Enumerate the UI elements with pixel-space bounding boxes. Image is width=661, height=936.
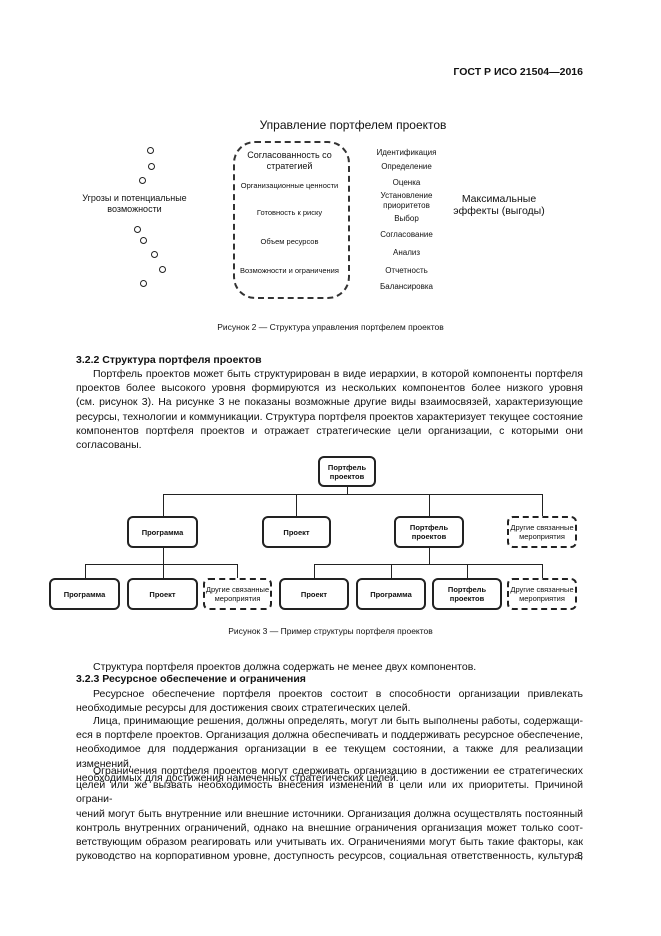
project-box: Проект xyxy=(262,516,331,548)
other-activities-box: Другие связанные мероприятия xyxy=(507,516,577,548)
connector xyxy=(163,494,164,516)
connector xyxy=(542,564,543,578)
program-box: Программа xyxy=(127,516,198,548)
threat-circle xyxy=(134,226,141,233)
paragraph-line: ветствующим образом реагировать или учит… xyxy=(76,836,583,849)
section-paragraph: Ограничения портфеля проектов могут сдер… xyxy=(76,764,583,863)
portfolio-box: Портфель проектов xyxy=(394,516,464,548)
activity-label: Анализ xyxy=(392,248,420,257)
connector xyxy=(347,485,348,494)
section-paragraph: Лица, принимающие решения, должны опреде… xyxy=(76,714,583,785)
after-figure-text: Структура портфеля проектов должна содер… xyxy=(93,661,477,673)
portfolio-box: Портфель проектов xyxy=(432,578,502,610)
paragraph-line: необходимых для достижения намеченных ст… xyxy=(76,771,399,784)
threat-circle xyxy=(151,251,158,258)
center-item: Организационные ценности xyxy=(240,181,339,190)
paragraph-line: согласованы. xyxy=(76,439,142,452)
connector xyxy=(314,564,315,578)
strategy-alignment-box xyxy=(233,141,350,299)
figure2-title: Управление портфелем проектов xyxy=(259,118,447,132)
center-item: Готовность к риску xyxy=(256,208,323,217)
threat-circle xyxy=(159,266,166,273)
activity-label: Идентификация xyxy=(376,148,437,157)
center-item: Объем ресурсов xyxy=(260,237,319,246)
connector xyxy=(429,494,430,516)
project-box: Проект xyxy=(127,578,198,610)
threat-circle xyxy=(139,177,146,184)
section-heading: 3.2.2 Структура портфеля проектов xyxy=(76,354,262,366)
connector xyxy=(296,494,297,516)
connector xyxy=(163,564,164,578)
connector xyxy=(542,494,543,516)
program-box: Программа xyxy=(49,578,120,610)
activity-label: Отчетность xyxy=(385,266,428,275)
center-item: Возможности и ограничения xyxy=(240,266,339,275)
max-effects-label: Максимальные эффекты (выгоды) xyxy=(453,193,545,217)
threat-circle xyxy=(140,280,147,287)
strategy-alignment-label: Согласованность со стратегией xyxy=(247,150,332,171)
connector xyxy=(429,548,430,564)
paragraph-line: компонентов портфеля проектов и отражает… xyxy=(76,424,583,437)
connector xyxy=(314,564,542,565)
threat-circle xyxy=(147,147,154,154)
paragraph-line: необходимое для поддержания организации … xyxy=(76,743,583,770)
activity-label: Определение xyxy=(381,162,432,171)
connector xyxy=(237,564,238,578)
section-heading: 3.2.3 Ресурсное обеспечение и ограничени… xyxy=(76,673,306,685)
activity-label: Балансировка xyxy=(380,282,433,291)
activity-label: Согласование xyxy=(380,230,433,239)
paragraph-line: (см. рисунок 3). На рисунке 3 не показан… xyxy=(76,396,583,409)
portfolio-root-box: Портфель проектов xyxy=(318,456,376,487)
paragraph-line: еся в портфеле проектов. Организация дол… xyxy=(76,729,583,742)
connector xyxy=(467,564,468,578)
paragraph-line: целей или же вызвать необходимость внесе… xyxy=(76,779,583,806)
paragraph-line: ресурсы, технологии и коммуникации. Стру… xyxy=(76,410,583,423)
paragraph-line: Лица, принимающие решения, должны опреде… xyxy=(93,715,583,727)
threat-circle xyxy=(140,237,147,244)
other-activities-box: Другие связанные мероприятия xyxy=(203,578,272,610)
paragraph-line: руководство на корпоративном уровне, дос… xyxy=(76,850,583,863)
section-paragraph: Ресурсное обеспечение портфеля проектов … xyxy=(76,687,583,715)
paragraph-line: контроль внутренних ограничений, однако … xyxy=(76,821,583,834)
figure3-caption: Рисунок 3 — Пример структуры портфеля пр… xyxy=(228,626,433,636)
connector xyxy=(85,564,237,565)
paragraph-line: чений могут быть внутренние или внешние … xyxy=(76,807,583,820)
other-activities-box: Другие связанные мероприятия xyxy=(507,578,577,610)
project-box: Проект xyxy=(279,578,349,610)
program-box: Программа xyxy=(356,578,426,610)
connector xyxy=(391,564,392,578)
paragraph-line: Ограничения портфеля проектов могут сдер… xyxy=(93,765,583,777)
paragraph-line: проектов более высокого уровня формируют… xyxy=(76,382,583,395)
connector xyxy=(85,564,86,578)
document-header: ГОСТ Р ИСО 21504—2016 xyxy=(453,66,583,78)
page-number: 3 xyxy=(577,850,583,862)
section-paragraph: Портфель проектов может быть структуриро… xyxy=(76,367,583,452)
threats-label: Угрозы и потенциальные возможности xyxy=(82,193,187,214)
connector xyxy=(163,494,542,495)
paragraph-line: Портфель проектов может быть структуриро… xyxy=(93,368,583,380)
activity-label: Установление приоритетов xyxy=(380,191,433,210)
activity-label: Выбор xyxy=(394,214,419,223)
threat-circle xyxy=(148,163,155,170)
connector xyxy=(163,548,164,564)
figure2-caption: Рисунок 2 — Структура управления портфел… xyxy=(217,322,444,332)
paragraph-line: необходимые ресурсы для достижения своих… xyxy=(76,702,411,715)
paragraph-line: Ресурсное обеспечение портфеля проектов … xyxy=(93,688,583,700)
activity-label: Оценка xyxy=(392,178,421,187)
